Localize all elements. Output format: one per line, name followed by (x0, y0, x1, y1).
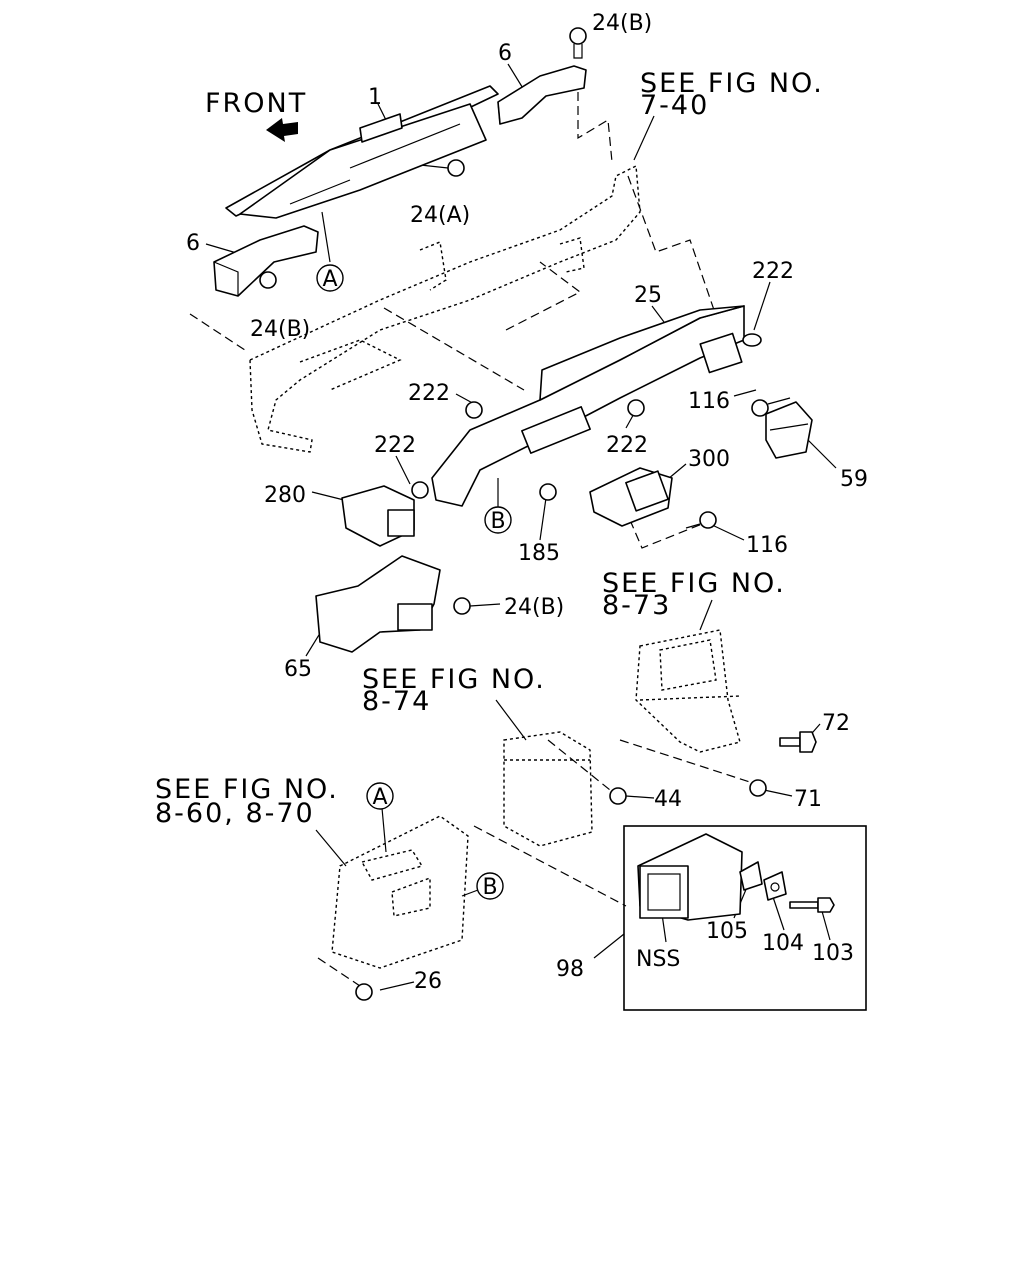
clip-part-222-right[interactable] (742, 333, 762, 347)
screw-part-103[interactable] (789, 897, 835, 913)
vent-part-300[interactable] (589, 467, 673, 527)
marker-a-low: A (366, 782, 394, 810)
duct-part-65[interactable] (315, 555, 441, 653)
callout-59: 59 (840, 467, 868, 492)
callout-104: 104 (762, 931, 804, 956)
instrument-panel-frame (249, 164, 641, 453)
svg-text:8-73: 8-73 (602, 590, 671, 621)
callout-6-left: 6 (186, 231, 200, 256)
svg-text:SEE FIG NO.: SEE FIG NO. (362, 664, 546, 695)
callout-nss: NSS (636, 947, 680, 972)
reference-lines (189, 92, 757, 987)
callout-72: 72 (822, 711, 850, 736)
leader-lines (205, 63, 837, 991)
callout-300: 300 (688, 447, 730, 472)
callout-71: 71 (794, 787, 822, 812)
callout-6-top: 6 (498, 41, 512, 66)
side-duct-part-6-left[interactable] (213, 225, 319, 297)
screw-part-24b-left[interactable] (259, 271, 277, 289)
callout-1: 1 (368, 85, 382, 110)
nut-part-71[interactable] (749, 779, 767, 797)
callout-116-right: 116 (688, 389, 730, 414)
callout-24b-left: 24(B) (250, 317, 310, 342)
front-label: FRONT (205, 88, 307, 119)
callout-222-left: 222 (374, 433, 416, 458)
svg-text:B: B (482, 875, 497, 900)
callouts: 24(B) 6 1 24(A) 6 24(B) 222 25 116 59 22… (186, 11, 868, 994)
marker-b-mid: B (484, 506, 512, 534)
inset-box-part-98 (623, 825, 867, 1011)
ref-fig-8-60[interactable]: SEE FIG NO. 8-60, 8-70 (155, 774, 339, 829)
screw-part-116-right[interactable] (751, 397, 791, 417)
screw-part-24a[interactable] (447, 159, 465, 177)
callout-222-right: 222 (752, 259, 794, 284)
callout-280: 280 (264, 483, 306, 508)
callout-116-low: 116 (746, 533, 788, 558)
side-duct-part-6-top[interactable] (497, 65, 587, 125)
screw-part-24b-top[interactable] (569, 27, 587, 59)
callout-25: 25 (634, 283, 662, 308)
svg-text:A: A (322, 267, 337, 292)
screw-part-185[interactable] (539, 483, 557, 501)
callout-222-center: 222 (606, 433, 648, 458)
svg-text:8-74: 8-74 (362, 686, 431, 717)
ref-fig-7-40[interactable]: SEE FIG NO. 7-40 (640, 68, 824, 121)
callout-222-mid: 222 (408, 381, 450, 406)
callout-98: 98 (556, 957, 584, 982)
clip-part-222-center[interactable] (627, 399, 645, 417)
callout-65: 65 (284, 657, 312, 682)
screw-part-116-low[interactable] (685, 511, 717, 529)
screw-part-24b-mid[interactable] (453, 597, 471, 615)
svg-text:SEE FIG NO.: SEE FIG NO. (640, 68, 824, 99)
nut-part-26[interactable] (355, 983, 373, 1001)
front-arrow-icon (266, 118, 298, 142)
gasket-part-104[interactable] (763, 871, 787, 901)
clip-part-222-left[interactable] (411, 481, 429, 499)
svg-text:7-40: 7-40 (640, 90, 709, 121)
callout-24a: 24(A) (410, 203, 470, 228)
vent-part-59[interactable] (765, 401, 813, 459)
marker-b-low: B (476, 872, 504, 900)
marker-a-top: A (316, 264, 344, 292)
ref-fig-8-74[interactable]: SEE FIG NO. 8-74 (362, 664, 546, 717)
callout-105: 105 (706, 919, 748, 944)
clip-part-222-mid[interactable] (465, 401, 483, 419)
ref-fig-8-73[interactable]: SEE FIG NO. 8-73 (602, 568, 786, 621)
bolt-part-72[interactable] (779, 731, 817, 753)
callout-24b-mid: 24(B) (504, 595, 564, 620)
callout-185: 185 (518, 541, 560, 566)
svg-text:B: B (490, 509, 505, 534)
callout-24b-top: 24(B) (592, 11, 652, 36)
callout-44: 44 (654, 787, 682, 812)
svg-text:SEE FIG NO.: SEE FIG NO. (155, 774, 339, 805)
blower-unit-fig-8-73 (635, 629, 741, 753)
callout-26: 26 (414, 969, 442, 994)
vent-part-280[interactable] (341, 485, 415, 547)
center-duct-part-25[interactable] (431, 305, 745, 507)
duct-nss-part[interactable] (637, 833, 743, 921)
bracket-part-105[interactable] (739, 861, 763, 891)
svg-text:A: A (372, 785, 387, 810)
defroster-nozzle-part-1[interactable] (225, 85, 499, 219)
callout-103: 103 (812, 941, 854, 966)
svg-text:SEE FIG NO.: SEE FIG NO. (602, 568, 786, 599)
heater-unit-fig-8-60 (331, 815, 469, 969)
evaporator-unit-fig-8-74 (503, 731, 593, 847)
svg-text:8-60, 8-70: 8-60, 8-70 (155, 798, 315, 829)
nut-part-44[interactable] (609, 787, 627, 805)
